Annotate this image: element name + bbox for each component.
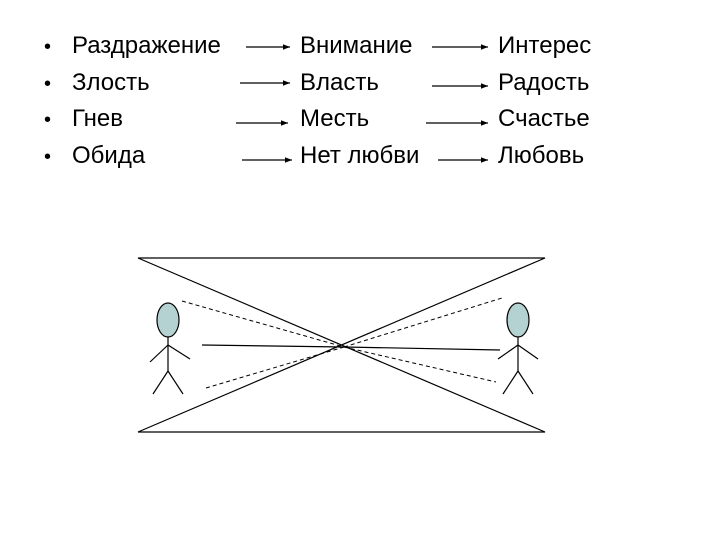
result-happiness: Счастье [498, 105, 590, 132]
figure-left-arm-l [149, 344, 169, 363]
need-attention: Внимание [300, 32, 413, 59]
stick-figure-left [149, 302, 191, 395]
dashed-line-left-bottom [205, 346, 345, 389]
need-power: Власть [300, 69, 379, 96]
emotion-wrath: Гнев [72, 105, 123, 132]
bowtie-outline [137, 257, 546, 433]
dashed-line-left-top [181, 300, 345, 348]
figure-right-arm-l [497, 344, 519, 360]
need-revenge: Месть [300, 105, 370, 132]
stick-figure-right [497, 302, 539, 395]
dashed-line-right-top [343, 297, 503, 348]
bullet-2: • [44, 73, 52, 95]
result-love: Любовь [498, 142, 585, 169]
figure-right-leg-r [517, 370, 534, 395]
emotion-anger: Злость [72, 69, 150, 96]
emotion-resentment: Обида [72, 142, 146, 169]
figure-left-leg-r [167, 370, 184, 395]
bullet-1: • [44, 36, 52, 58]
need-no-love: Нет любви [300, 142, 420, 169]
emotion-irritation: Раздражение [72, 32, 221, 59]
figure-right-leg-l [502, 370, 519, 395]
bullet-3: • [44, 109, 52, 131]
figure-left-head [156, 302, 180, 338]
sight-line-left [201, 344, 345, 348]
sight-line-right [343, 346, 501, 351]
figure-left-leg-l [152, 370, 169, 395]
dashed-line-right-bottom [343, 346, 497, 383]
figure-right-arm-r [517, 344, 539, 360]
result-interest: Интерес [498, 32, 592, 59]
bullet-4: • [44, 146, 52, 168]
figure-left-arm-r [167, 344, 191, 360]
result-joy: Радость [498, 69, 590, 96]
figure-right-head [506, 302, 530, 338]
